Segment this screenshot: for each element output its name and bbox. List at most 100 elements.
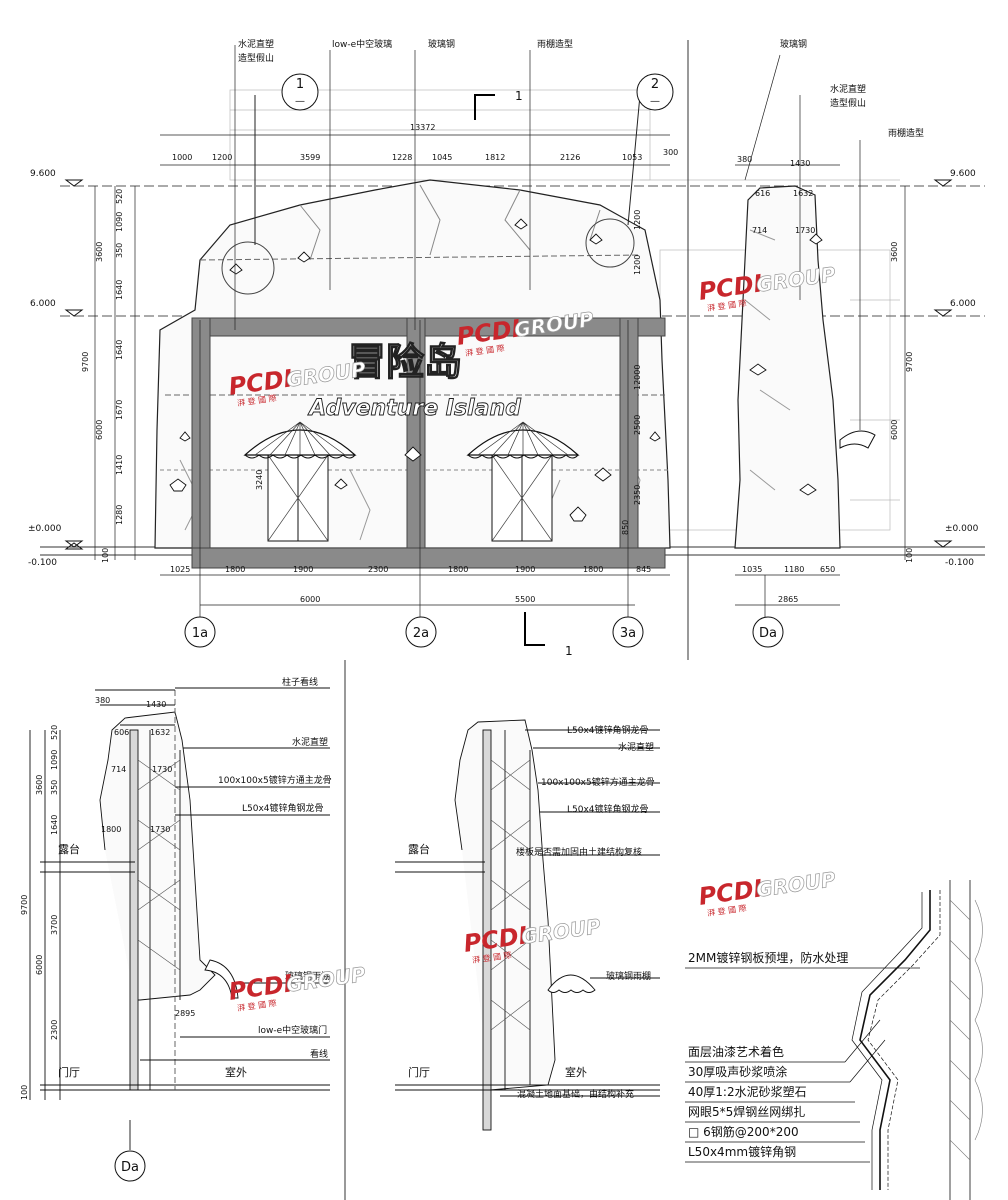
idim-850: 850: [621, 520, 630, 535]
sb-label-angle-top: L50x4镀锌角钢龙骨: [567, 724, 649, 736]
level-6000-right: 6.000: [950, 299, 976, 309]
callout-cement-rock: 水泥直塑: [238, 38, 274, 50]
ltotal-3600: 3600: [95, 242, 104, 262]
side-dim-650: 650: [820, 565, 835, 574]
sa-dim-1430: 1430: [146, 700, 166, 709]
side-callout-cement-2: 造型假山: [830, 97, 866, 109]
section-b-labels: L50x4镀锌角钢龙骨 水泥直塑 100x100x5镀锌方通主龙骨 L50x4镀…: [408, 724, 655, 1100]
dim-top-1045: 1045: [432, 153, 452, 162]
ldim-520: 520: [115, 189, 124, 204]
side-top-dims: 380 1430 616 1632 714 1730: [737, 155, 815, 235]
side-dim-1430: 1430: [790, 159, 810, 168]
ldim-1640: 1640: [115, 280, 124, 300]
dim-top-2126: 2126: [560, 153, 580, 162]
detail-section: [685, 880, 983, 1200]
level-marks: 9.600 6.000 ±0.000 -0.100 9.600 6.000 ±0…: [28, 169, 979, 568]
callout-lowe-glass: low-e中空玻璃: [332, 38, 392, 50]
sa-label-cement: 水泥直塑: [292, 736, 328, 748]
watermark-4: PCDI GROUP 湃 登 國 際: [227, 962, 368, 1013]
side-dim-1035: 1035: [742, 565, 762, 574]
side-dim-2865: 2865: [778, 595, 798, 604]
sign-chinese: 冒险岛: [348, 340, 462, 384]
dim-top-300: 300: [663, 148, 678, 157]
side-callout-canopy: 雨棚造型: [888, 127, 924, 139]
sb-outdoor: 室外: [565, 1065, 587, 1079]
elevation-top-dims: 13372 1000 1200 3599 1228 1045 1812 2126…: [172, 123, 678, 162]
sa-ldim-520: 520: [50, 725, 59, 740]
ldim-1280: 1280: [115, 505, 124, 525]
dim-top-1053: 1053: [622, 153, 642, 162]
detail-marker-2-num: 2: [651, 77, 659, 92]
dim-axis-6000: 6000: [300, 595, 320, 604]
dim-bottom-8: 845: [636, 565, 651, 574]
level-minus-0100: -0.100: [28, 558, 57, 568]
ldim-100: 100: [101, 548, 110, 563]
callout-cement-rock-2: 造型假山: [238, 52, 274, 64]
axis-3a: 3a: [620, 626, 636, 641]
idim-2350: 2350: [633, 485, 642, 505]
idim-1200: 1200: [633, 210, 642, 230]
elevation-bottom-dims: 1025 1800 1900 2300 1800 1900 1800 845 6…: [170, 565, 835, 604]
sa-axis-Da: Da: [121, 1160, 139, 1175]
level-0000-right: ±0.000: [945, 524, 979, 534]
detail-marker-1-num: 1: [296, 77, 304, 92]
sb-label-cement: 水泥直塑: [618, 741, 654, 753]
dim-top-1200: 1200: [212, 153, 232, 162]
rdim-6000: 6000: [890, 420, 899, 440]
sign-english: Adventure Island: [307, 396, 521, 421]
sa-label-door: low-e中空玻璃门: [258, 1024, 327, 1036]
detail-layer-6: L50x4mm镀锌角钢: [688, 1145, 796, 1159]
sa-label-angle: L50x4镀锌角钢龙骨: [242, 802, 324, 814]
sa-dim-1730b: 1730: [150, 825, 170, 834]
level-6000: 6.000: [30, 299, 56, 309]
ltotal-9700: 9700: [81, 352, 90, 372]
dim-bottom-7: 1800: [583, 565, 603, 574]
sa-label-canopy: 玻璃钢雨棚: [285, 970, 330, 982]
detail-marker-1-den: —: [295, 96, 305, 107]
detail-note-top: 2MM镀锌钢板预埋，防水处理: [688, 950, 848, 965]
detail-layer-4: 网眼5*5焊钢丝网绑扎: [688, 1104, 805, 1119]
detail-markers: 1 — 2 — 1 1: [281, 73, 674, 658]
sa-ldim-100: 100: [20, 1085, 29, 1100]
dim-top-3599: 3599: [300, 153, 320, 162]
sa-dim-2895: 2895: [175, 1009, 195, 1018]
detail-marker-2-den: —: [650, 96, 660, 107]
ldim-1640b: 1640: [115, 340, 124, 360]
axis-1a: 1a: [192, 626, 208, 641]
sa-ldim-2300: 2300: [50, 1020, 59, 1040]
detail-labels: 2MM镀锌钢板预埋，防水处理 面层油漆艺术着色 30厚吸声砂浆喷涂 40厚1:2…: [688, 950, 848, 1159]
sa-ldim-350: 350: [50, 780, 59, 795]
detail-layer-1: 面层油漆艺术着色: [688, 1044, 784, 1059]
dim-top-1000: 1000: [172, 153, 192, 162]
rdim-3600: 3600: [890, 242, 899, 262]
detail-layer-5: □ 6钢筋@200*200: [688, 1124, 799, 1139]
elevation-callouts: 水泥直塑 造型假山 low-e中空玻璃 玻璃钢 雨棚造型 玻璃钢 水泥直塑 造型…: [238, 38, 924, 139]
side-dim-1730: 1730: [795, 226, 815, 235]
ldim-1090: 1090: [115, 212, 124, 232]
side-callout-cement-1: 水泥直塑: [830, 83, 866, 95]
rock-ornaments: [169, 218, 823, 522]
dim-bottom-3: 1900: [293, 565, 313, 574]
sa-dim-1632: 1632: [150, 728, 170, 737]
dim-bottom-1: 1025: [170, 565, 190, 574]
side-dim-714: 714: [752, 226, 767, 235]
elevation-dim-lines: [94, 45, 906, 646]
side-dim-1180: 1180: [784, 565, 804, 574]
ldim-1670: 1670: [115, 400, 124, 420]
level-9600: 9.600: [30, 169, 56, 179]
sheet-dividers: [344, 40, 689, 1200]
idim-2500: 2500: [633, 415, 642, 435]
svg-text:GROUP: GROUP: [755, 867, 838, 902]
section-b: [395, 719, 660, 1131]
sa-dim-1800: 1800: [101, 825, 121, 834]
section-mark-top: 1: [515, 89, 523, 103]
idim-12000: 12000: [633, 365, 642, 390]
sb-label-foundation: 混凝土地面基础，由结构补充: [517, 1088, 634, 1100]
adventure-island-sign: 冒险岛 Adventure Island: [307, 339, 522, 421]
level-9600-right: 9.600: [950, 169, 976, 179]
detail-layer-3: 40厚1:2水泥砂浆塑石: [688, 1084, 807, 1099]
sa-total-3600: 3600: [35, 775, 44, 795]
sa-lobby: 门厅: [58, 1065, 80, 1079]
sa-label-column: 柱子看线: [282, 676, 318, 688]
